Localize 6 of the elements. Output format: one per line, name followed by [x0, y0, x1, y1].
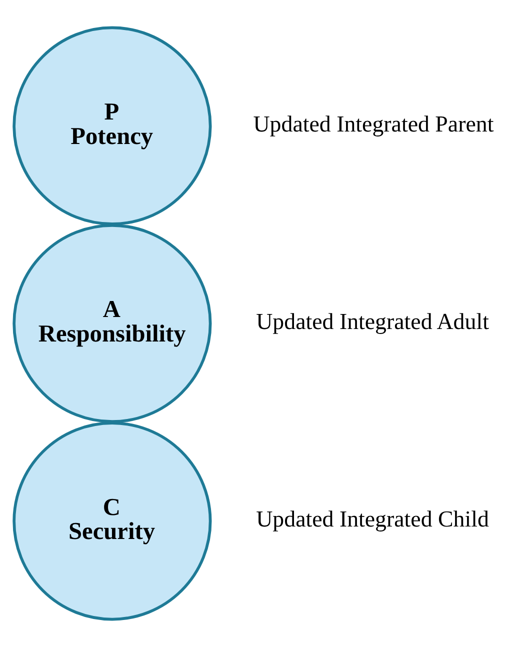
node-label: Updated Integrated Adult [256, 308, 489, 334]
node-label: Updated Integrated Child [256, 506, 489, 532]
node-circle: C Security [12, 422, 212, 621]
node-label: Updated Integrated Parent [253, 111, 494, 136]
node-circle: A Responsibility [12, 224, 212, 424]
node-circle: P Potency [12, 26, 212, 226]
